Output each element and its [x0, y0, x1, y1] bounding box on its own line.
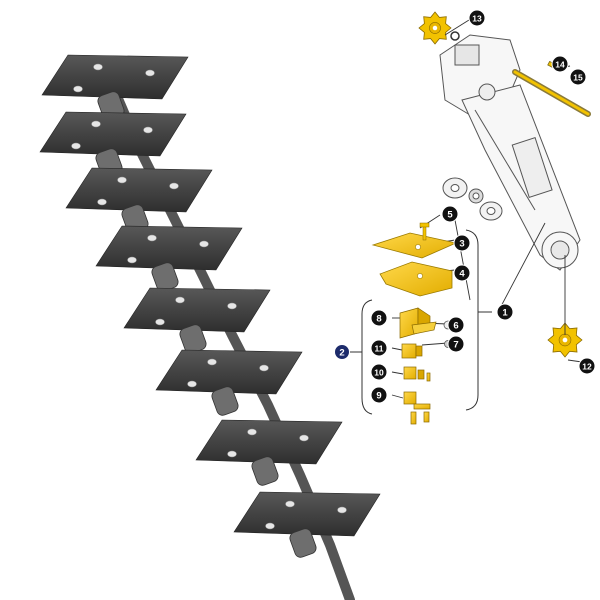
svg-text:9: 9: [376, 391, 381, 402]
bearing-set: [442, 177, 503, 221]
chain-paddle-8: [233, 491, 381, 558]
bolt-hole: [265, 522, 275, 530]
bolt-hole: [117, 176, 127, 184]
frame-window: [511, 136, 553, 198]
svg-text:14: 14: [555, 60, 565, 70]
callout-4: 4: [453, 264, 471, 282]
wear-plate-4: [379, 261, 453, 297]
attachment-link-10: [403, 366, 431, 382]
callout-6: 6: [447, 316, 465, 334]
bolt-hole: [187, 380, 197, 388]
bolt-hole: [227, 302, 237, 310]
drive-shaft: [512, 69, 591, 117]
callout-9: 9: [370, 386, 388, 404]
callout-1: 1: [496, 303, 514, 321]
callout-10: 10: [370, 363, 388, 381]
svg-text:7: 7: [453, 340, 458, 351]
bolt-hole: [247, 428, 257, 436]
bolt-5: [419, 222, 430, 241]
gearbox-output-boss: [478, 83, 496, 101]
svg-text:13: 13: [472, 14, 482, 24]
svg-text:1: 1: [502, 308, 508, 319]
svg-text:11: 11: [375, 344, 384, 354]
gearbox-cover: [454, 44, 480, 66]
callout-12: 12: [578, 357, 596, 375]
chain-top-fade: [0, 0, 300, 140]
bolt-hole: [337, 506, 347, 514]
callout-14: 14: [551, 55, 569, 73]
attachment-bracket-8: [399, 307, 437, 339]
svg-text:5: 5: [447, 210, 453, 221]
callout-13: 13: [468, 9, 486, 27]
svg-text:12: 12: [582, 362, 592, 372]
svg-text:2: 2: [339, 348, 344, 359]
bolt-hole: [147, 234, 157, 242]
bolt-hole: [227, 450, 237, 458]
snap-ring: [450, 31, 460, 41]
wear-plate-3: [371, 232, 458, 259]
callout-7: 7: [447, 335, 465, 353]
bolt-hole: [299, 434, 309, 442]
attachment-link-11: [401, 343, 423, 359]
sprocket-12-icon: [547, 322, 583, 358]
callout-15: 15: [569, 68, 587, 86]
chain-link: [211, 386, 239, 416]
callout-2: 2: [334, 344, 350, 360]
chain-link: [251, 456, 279, 486]
bolt-hole: [169, 182, 179, 190]
lower-hub-bore: [550, 240, 570, 260]
bolt-hole: [97, 198, 107, 206]
bolt-hole: [207, 358, 217, 366]
bolt-hole: [285, 500, 295, 508]
frame-arm: [461, 84, 581, 271]
bolt-hole: [71, 142, 81, 150]
svg-text:3: 3: [459, 239, 464, 250]
bolt-hole: [259, 364, 269, 372]
callout-11: 11: [370, 339, 388, 357]
bolt-hole: [175, 296, 185, 304]
chain-paddle-3: [65, 167, 213, 234]
svg-text:6: 6: [453, 321, 458, 332]
bolt-hole: [155, 318, 165, 326]
svg-text:10: 10: [374, 368, 384, 378]
assembly-brackets: [348, 229, 492, 415]
svg-text:4: 4: [459, 269, 465, 280]
chain-paddle-6: [155, 349, 303, 416]
bolt-hole: [199, 240, 209, 248]
sprocket-13-icon: [418, 11, 452, 45]
callout-badges: 1 2 3 4 5 6 7 8 9 10 11 12 13 14 15: [334, 9, 596, 404]
svg-text:8: 8: [376, 314, 381, 325]
chain-link: [289, 528, 317, 558]
svg-text:15: 15: [573, 73, 583, 83]
callout-3: 3: [453, 234, 471, 252]
leader-lines: [391, 19, 583, 399]
callout-8: 8: [370, 309, 388, 327]
chain-paddle-4: [95, 225, 243, 292]
callout-5: 5: [441, 205, 459, 223]
attachment-link-9: [403, 391, 431, 425]
chain-paddle-7: [195, 419, 343, 486]
chain-paddle-5: [123, 287, 271, 354]
frame-arm-edge: [474, 109, 536, 211]
gearbox-frame-housing: [439, 34, 581, 271]
bolt-hole: [127, 256, 137, 264]
